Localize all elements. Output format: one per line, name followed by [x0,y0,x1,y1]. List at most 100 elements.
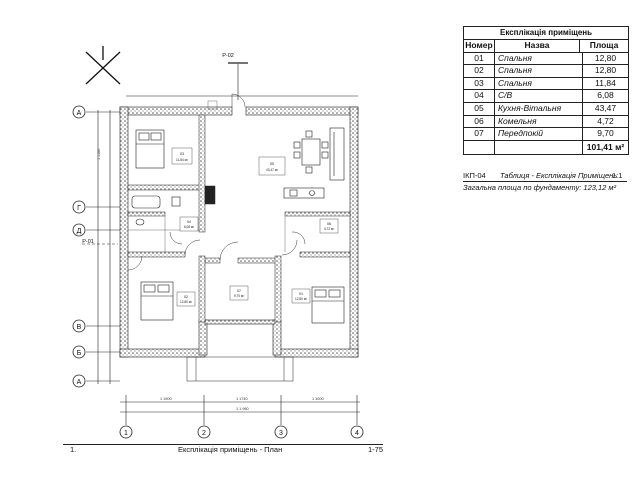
room-number: 01 [464,52,495,65]
axis-label: Г [77,205,81,212]
svg-text:03: 03 [180,152,184,156]
section-mark: Р-02 [222,53,234,59]
svg-text:9,70 м²: 9,70 м² [234,294,244,298]
compass-icon [85,46,121,85]
svg-text:43,47 м²: 43,47 м² [266,168,278,172]
axis-bubble-g [72,200,86,214]
table-row: 07 Передпокій 9,70 [464,128,628,141]
room-name: Комельня [495,115,583,128]
room-number: 04 [464,90,495,102]
table-row: 06 Комельня 4,72 [464,115,628,129]
total-area: 101,41 м² [586,141,625,152]
room-area: 43,47 [594,102,617,113]
room-area: 6,08 [597,90,614,101]
dimension-label: 1 1 960 [236,407,249,411]
exterior-walls [119,106,359,358]
dimension-label: 1 1900 [160,397,172,401]
room-name: Передпокій [495,128,583,140]
room-tag-07: 07 9,70 м² [229,285,249,301]
room-name: Кухня-Вітальня [495,102,583,115]
room-number: 07 [464,128,495,140]
axis-bubble-4 [350,425,364,439]
room-area: 4,72 [597,115,614,126]
axis-grid [82,62,360,425]
svg-text:6,08 м²: 6,08 м² [184,225,194,229]
axis-bubble-d [72,223,86,237]
table-scale: 1:1 [612,171,623,180]
room-number: 02 [464,65,495,77]
svg-text:12,80 м²: 12,80 м² [180,300,192,304]
svg-text:02: 02 [184,295,188,299]
table-total-row: 101,41 м² [464,140,628,154]
axis-label: 2 [202,430,206,437]
sheet-code: ІКП-04 [463,171,486,180]
table-row: 02 Спальня 12,80 [464,65,628,78]
porch-steps [186,356,294,382]
axis-label: А [77,110,82,117]
svg-text:04: 04 [187,220,191,224]
drawing-number: 1. [70,445,77,454]
room-tag-06: 06 4,72 м² [319,218,339,234]
room-tag-04: 04 6,08 м² [179,216,199,232]
dimension-label: 1 1740 [236,397,248,401]
room-name: Спальня [495,65,583,77]
bathtub-icon [131,195,181,226]
axis-bubble-1 [119,425,133,439]
axis-label: Д [77,228,82,235]
table-header-row: Номер Назва Площа [464,40,628,53]
svg-text:01: 01 [299,292,303,296]
room-area: 9,70 [597,128,614,139]
room-area: 12,80 [594,52,617,63]
dimension-label: 1 1160 [97,149,101,160]
room-tag-02: 02 12,80 м² [176,291,196,307]
dining-table-icon [293,130,329,174]
svg-text:12,80 м²: 12,80 м² [295,297,307,301]
title-underline [63,444,383,445]
axis-bubble-v [72,319,86,333]
column-header: Номер [464,40,495,52]
svg-text:05: 05 [270,162,274,166]
drawing-scale: 1-75 [368,445,384,454]
door-swings [127,93,306,271]
table-caption: Таблиця - Експлікація Приміщень [500,171,618,180]
table-title: Експлікація приміщень [464,27,628,40]
room-name: С/В [495,90,583,102]
axis-bubble-b [72,345,86,359]
axis-bubble-3 [274,425,288,439]
room-number: 06 [464,115,495,128]
column-header: Площа [589,40,619,50]
interior-walls [127,114,351,323]
svg-text:07: 07 [237,289,241,293]
axis-label: Б [77,350,82,357]
room-tag-05: 05 43,47 м² [258,156,286,176]
column-header: Назва [495,40,580,52]
room-number: 05 [464,102,495,115]
table-row: 01 Спальня 12,80 [464,52,628,66]
foundation-area-note: Загальна площа по фундаменту: 123,12 м² [463,183,617,192]
room-name: Спальня [495,52,583,65]
table-row: 05 Кухня-Вітальня 43,47 [464,102,628,116]
axis-bubble-2 [197,425,211,439]
caption-underline [463,181,627,182]
table-row: 03 Спальня 11,84 [464,77,628,91]
axis-label: 3 [279,430,283,437]
axis-bubble-a-bottom [72,374,86,388]
axis-label: 1 [124,430,128,437]
room-name: Спальня [495,77,583,90]
dimension-label: 1 1000 [312,397,324,401]
room-tag-01: 01 12,80 м² [291,288,311,304]
axis-label: 4 [355,430,359,437]
room-area: 11,84 [595,77,616,88]
bed-icon [135,129,345,324]
svg-text:11,84 м²: 11,84 м² [176,158,188,162]
table-row: 04 С/В 6,08 [464,90,628,103]
room-number: 03 [464,77,495,90]
room-tag-03: 03 11,84 м² [171,147,193,165]
section-mark: Р-01 [82,239,94,245]
axis-label: В [77,324,82,331]
drawing-title: Експлікація приміщень - План [178,445,283,454]
axis-label: А [77,379,82,386]
sofa-icon [329,127,345,181]
svg-text:4,72 м²: 4,72 м² [324,227,334,231]
